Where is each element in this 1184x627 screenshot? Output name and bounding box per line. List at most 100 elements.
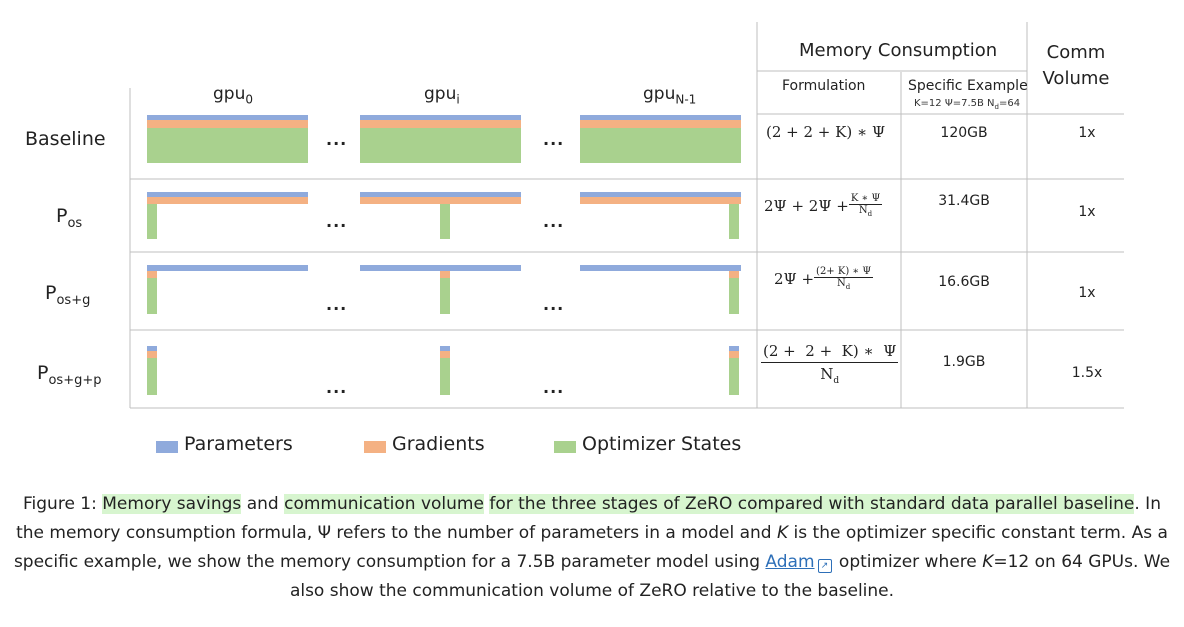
param-block <box>440 346 450 351</box>
legend-swatch-parameters <box>156 441 178 453</box>
specific-example-params: K=12 Ψ=7.5B Nd=64 <box>914 98 1020 111</box>
fraction-denominator: Nd <box>837 278 850 291</box>
params-tail: =64 <box>998 98 1021 109</box>
row-label-p: P <box>45 282 57 304</box>
fraction-numerator: (2 + 2 + K) ∗ Ψ <box>761 342 899 363</box>
formula-pos: 2Ψ + 2Ψ + K ∗ Ψ Nd <box>764 193 883 218</box>
row-label-sub: os+g <box>56 292 91 308</box>
den-sub: d <box>845 283 851 291</box>
caption-k: K <box>776 523 789 543</box>
example-baseline: 120GB <box>940 125 988 141</box>
gpu-label-0: gpu0 <box>213 84 253 106</box>
optimizer-block <box>440 278 450 314</box>
gpu-label-base: gpu <box>643 84 676 104</box>
grad-block <box>147 197 308 204</box>
ellipsis: ... <box>543 212 565 231</box>
grad-block <box>147 351 157 358</box>
caption-highlight: Memory savings <box>102 494 242 514</box>
comm-posg: 1x <box>1078 285 1096 301</box>
row-label-posgp: Pos+g+p <box>37 362 101 388</box>
comm-volume-line1: Comm <box>1046 42 1106 63</box>
formulation-header: Formulation <box>782 78 866 94</box>
den-sub: d <box>833 376 840 386</box>
caption-text: Figure 1: <box>23 494 103 514</box>
optimizer-block <box>147 278 157 314</box>
param-block <box>729 346 739 351</box>
row-label-baseline: Baseline <box>25 128 106 150</box>
ellipsis: ... <box>543 130 565 149</box>
param-block <box>147 115 308 120</box>
gpu-label-sub: N-1 <box>675 92 697 107</box>
param-block <box>580 265 741 271</box>
grad-block <box>147 120 308 128</box>
formula-posg: 2Ψ + (2+ K) ∗ Ψ Nd <box>774 266 874 291</box>
caption-k: K <box>982 552 994 572</box>
param-block <box>360 265 521 271</box>
fraction-numerator: (2+ K) ∗ Ψ <box>814 266 874 278</box>
gpu-label-sub: 0 <box>245 92 253 107</box>
comm-pos: 1x <box>1078 204 1096 220</box>
param-block <box>360 115 521 120</box>
adam-link[interactable]: Adam <box>765 552 815 572</box>
formula-fraction: K ∗ Ψ Nd <box>848 193 883 218</box>
formula-main: 2Ψ + <box>774 269 815 288</box>
memory-blocks <box>147 115 741 395</box>
figure-caption: Figure 1: Memory savings and communicati… <box>8 490 1176 606</box>
caption-text: is the optimizer specific constant term.… <box>13 523 1168 572</box>
formula-baseline: (2 + 2 + K) ∗ Ψ <box>766 123 886 141</box>
optimizer-block <box>147 204 157 239</box>
den-base: N <box>836 278 846 289</box>
row-label-p: P <box>37 362 49 384</box>
optimizer-block <box>147 358 157 395</box>
caption-text: . In the memory consumption formula, Ψ r… <box>16 494 1161 543</box>
optimizer-block <box>729 358 739 395</box>
legend-label-parameters: Parameters <box>184 433 293 455</box>
gpu-label-i: gpui <box>424 84 460 106</box>
formula-main: 2Ψ + 2Ψ + <box>764 196 849 215</box>
ellipsis: ... <box>326 212 348 231</box>
optimizer-block <box>440 204 450 239</box>
optimizer-block <box>580 128 741 163</box>
row-label-p: P <box>56 205 68 227</box>
legend-swatch-optimizer <box>554 441 576 453</box>
pos-blocks <box>147 192 741 239</box>
grad-block <box>360 197 521 204</box>
formula-fraction: (2+ K) ∗ Ψ Nd <box>814 266 874 291</box>
posgp-blocks <box>147 346 739 395</box>
caption-text: and <box>241 494 285 514</box>
legend-label-gradients: Gradients <box>392 433 485 455</box>
comm-volume-header: Comm Volume <box>1040 40 1112 92</box>
ellipsis: ... <box>326 378 348 397</box>
gpu-label-sub: i <box>456 92 460 107</box>
param-block <box>360 192 521 197</box>
grad-block <box>147 271 157 278</box>
fraction-denominator: Nd <box>820 363 839 386</box>
optimizer-block <box>360 128 521 163</box>
legend-label-optimizer: Optimizer States <box>582 433 742 455</box>
den-base: N <box>820 365 834 383</box>
posg-blocks <box>147 265 741 314</box>
caption-highlight: for the three stages of ZeRO compared wi… <box>489 494 1135 514</box>
baseline-blocks <box>147 115 741 163</box>
comm-volume-line2: Volume <box>1042 68 1110 89</box>
optimizer-block <box>729 278 739 314</box>
grad-block <box>729 351 739 358</box>
param-block <box>147 192 308 197</box>
fraction-denominator: Nd <box>859 205 872 218</box>
row-label-sub: os+g+p <box>48 372 102 388</box>
comm-posgp: 1.5x <box>1071 365 1103 381</box>
params-sub: d <box>994 103 999 111</box>
params-text: K=12 Ψ=7.5B N <box>914 98 995 109</box>
example-posgp: 1.9GB <box>942 354 986 370</box>
caption-text: optimizer where <box>833 552 983 572</box>
external-link-icon[interactable]: ↗ <box>817 559 832 573</box>
formula-posgp: (2 + 2 + K) ∗ Ψ Nd <box>761 342 899 386</box>
optimizer-block <box>147 128 308 163</box>
ellipsis: ... <box>326 295 348 314</box>
gpu-label-n-1: gpuN-1 <box>643 84 696 106</box>
row-label-pos: Pos <box>56 205 82 231</box>
example-pos: 31.4GB <box>938 193 990 209</box>
param-block <box>580 115 741 120</box>
param-block <box>580 192 741 197</box>
legend-swatch-gradients <box>364 441 386 453</box>
